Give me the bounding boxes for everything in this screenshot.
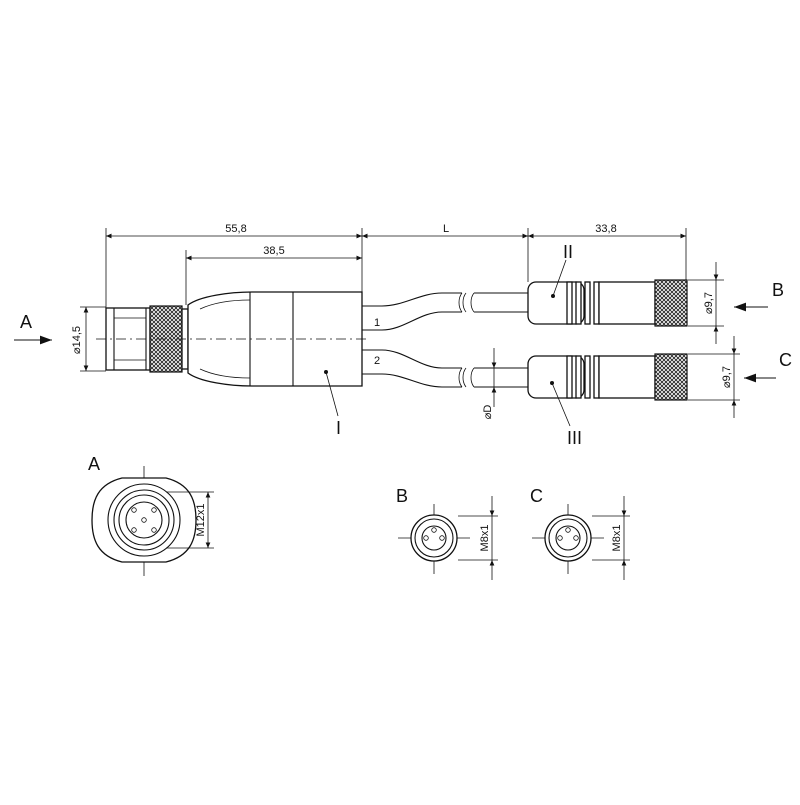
splitter-housing [187,291,363,387]
dim-dia-b: ⌀9,7 [703,292,715,314]
callout-iii: III [567,428,582,448]
end-view-c [532,504,604,574]
callout-i: I [336,418,341,438]
end-view-b [398,504,470,574]
dim-thread-b: M8x1 [479,525,491,552]
wire-label-2: 2 [374,355,380,367]
dim-thread-c: M8x1 [611,525,623,552]
dim-thread-a: M12x1 [195,503,207,536]
dim-cable-length: L [443,223,449,235]
view-c-label: C [530,486,543,506]
callout-ii: II [563,242,573,262]
dim-housing: 38,5 [263,245,284,257]
wire-label-1: 1 [374,317,380,329]
dim-dia-c: ⌀9,7 [721,366,733,388]
dimension-lines-top [105,228,687,308]
dim-right-connector: 33,8 [595,223,616,235]
arrow-b-label: B [772,280,784,300]
view-b-label: B [396,486,408,506]
dim-dia-cable: ⌀D [482,405,494,420]
view-a-label: A [88,454,100,474]
arrow-a-label: A [20,312,32,332]
m8-connector-b [527,279,688,327]
arrow-c-label: C [779,350,792,370]
dim-dia-left: ⌀14,5 [71,326,83,354]
dim-overall-left: 55,8 [225,223,246,235]
end-view-a [91,466,197,576]
cables [362,292,528,388]
m8-connector-c [527,353,688,401]
